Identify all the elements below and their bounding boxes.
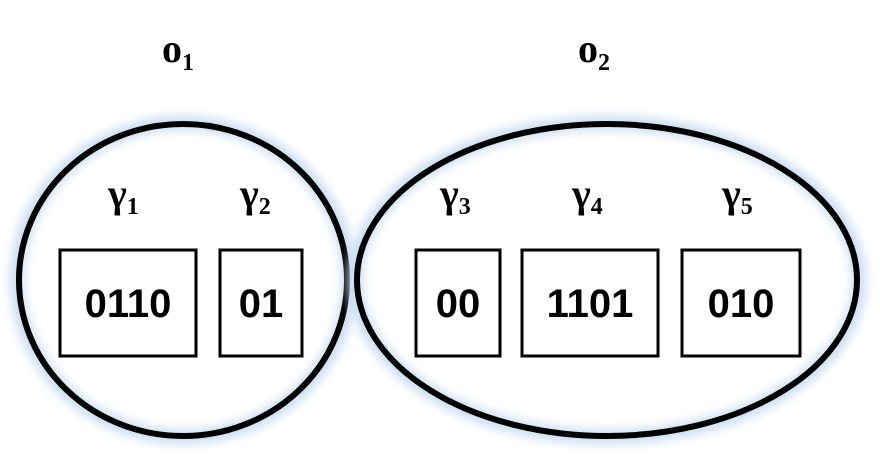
group-o2-boundary — [354, 121, 860, 439]
cell-gamma-3-bits: 00 — [436, 282, 481, 326]
cell-gamma-4-bits: 1101 — [547, 282, 634, 326]
group-o1-boundary — [16, 121, 350, 439]
cell-gamma-2-label: γ2 — [239, 171, 271, 220]
cell-gamma-5: γ5 010 — [680, 171, 802, 358]
cell-gamma-5-label: γ5 — [721, 171, 753, 220]
cell-gamma-1-bits: 0110 — [85, 282, 172, 326]
cell-gamma-3: γ3 00 — [414, 171, 502, 358]
cell-gamma-3-box — [414, 248, 502, 358]
cell-gamma-3-label: γ3 — [439, 171, 471, 220]
cell-gamma-1-box — [58, 248, 198, 358]
group-o1-label: o1 — [162, 26, 194, 76]
cell-gamma-5-bits: 010 — [708, 282, 775, 326]
cell-gamma-4-label: γ4 — [571, 171, 603, 220]
cell-gamma-5-box — [680, 248, 802, 358]
cell-gamma-2-bits: 01 — [239, 282, 284, 326]
cell-gamma-4: γ4 1101 — [520, 171, 660, 358]
cell-gamma-2: γ2 01 — [218, 171, 304, 358]
group-o2-label: o2 — [578, 26, 610, 76]
cell-gamma-1: γ1 0110 — [58, 171, 198, 358]
group-o2: o2 — [348, 26, 866, 444]
cell-gamma-1-label: γ1 — [107, 171, 139, 220]
cell-gamma-2-box — [218, 248, 304, 358]
group-o1: o1 — [10, 26, 356, 444]
cell-gamma-4-box — [520, 248, 660, 358]
